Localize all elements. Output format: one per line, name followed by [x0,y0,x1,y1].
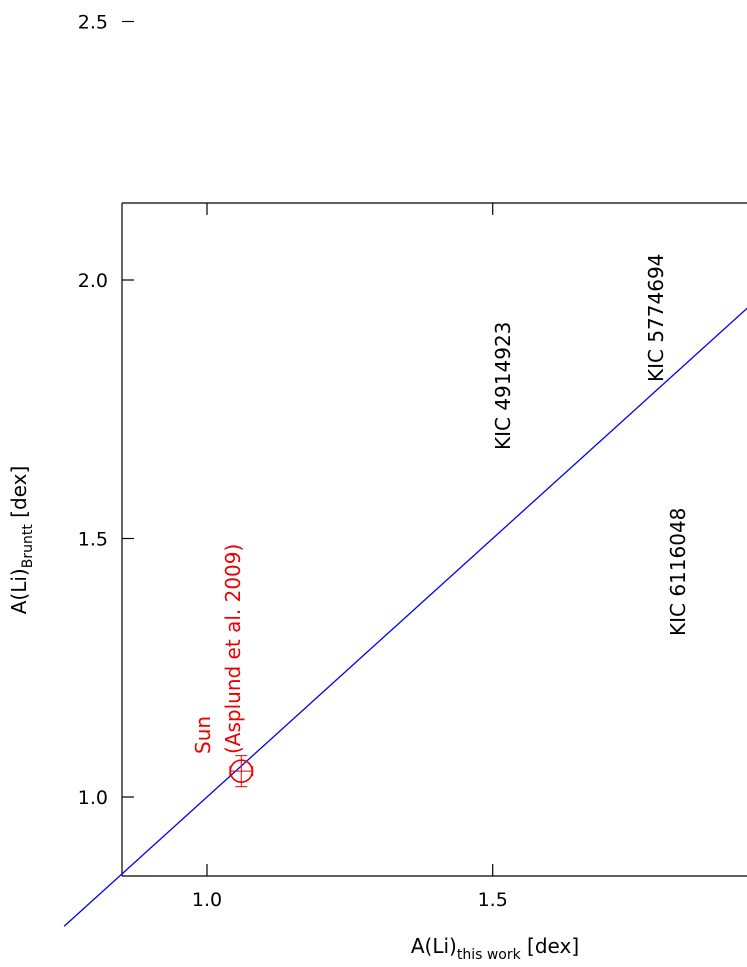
x-tick-label: 1.0 [192,889,222,911]
ticks-layer: 1.01.52.02.51.01.52.02.53.0 [78,12,508,912]
x-axis-title-unit: [dex] [521,934,579,958]
x-axis-title-main: A(Li) [411,934,457,958]
sun-label-reference: (Asplund et al. 2009) [221,544,245,754]
sun-point-marker [229,759,254,783]
x-axis-title-sub: this work [457,947,522,963]
one-to-one-line [63,307,747,927]
y-tick-label: 2.0 [78,270,108,292]
point-label-kic-4914923: KIC 4914923 [491,322,515,450]
y-tick-label: 1.5 [78,529,108,551]
y-axis-title-main: A(Li) [7,568,31,614]
y-axis-title: A(Li)Bruntt [dex] [7,466,36,615]
y-tick-label: 2.5 [78,12,108,34]
labels-layer: A(Li)this work [dex]A(Li)Bruntt [dex]KIC… [7,254,690,963]
y-tick-label: 1.0 [78,787,108,809]
point-label-kic-6116048: KIC 6116048 [666,508,690,636]
y-axis-title-sub: Bruntt [20,524,36,569]
x-axis-title: A(Li)this work [dex] [411,934,579,963]
y-axis-title-unit: [dex] [7,466,31,524]
line-layer [63,307,747,927]
point-label-kic-5774694: KIC 5774694 [644,254,668,382]
x-tick-label: 1.5 [478,889,508,911]
plot-frame [121,202,747,877]
points-layer [229,755,254,788]
sun-label-name: Sun [191,716,215,754]
